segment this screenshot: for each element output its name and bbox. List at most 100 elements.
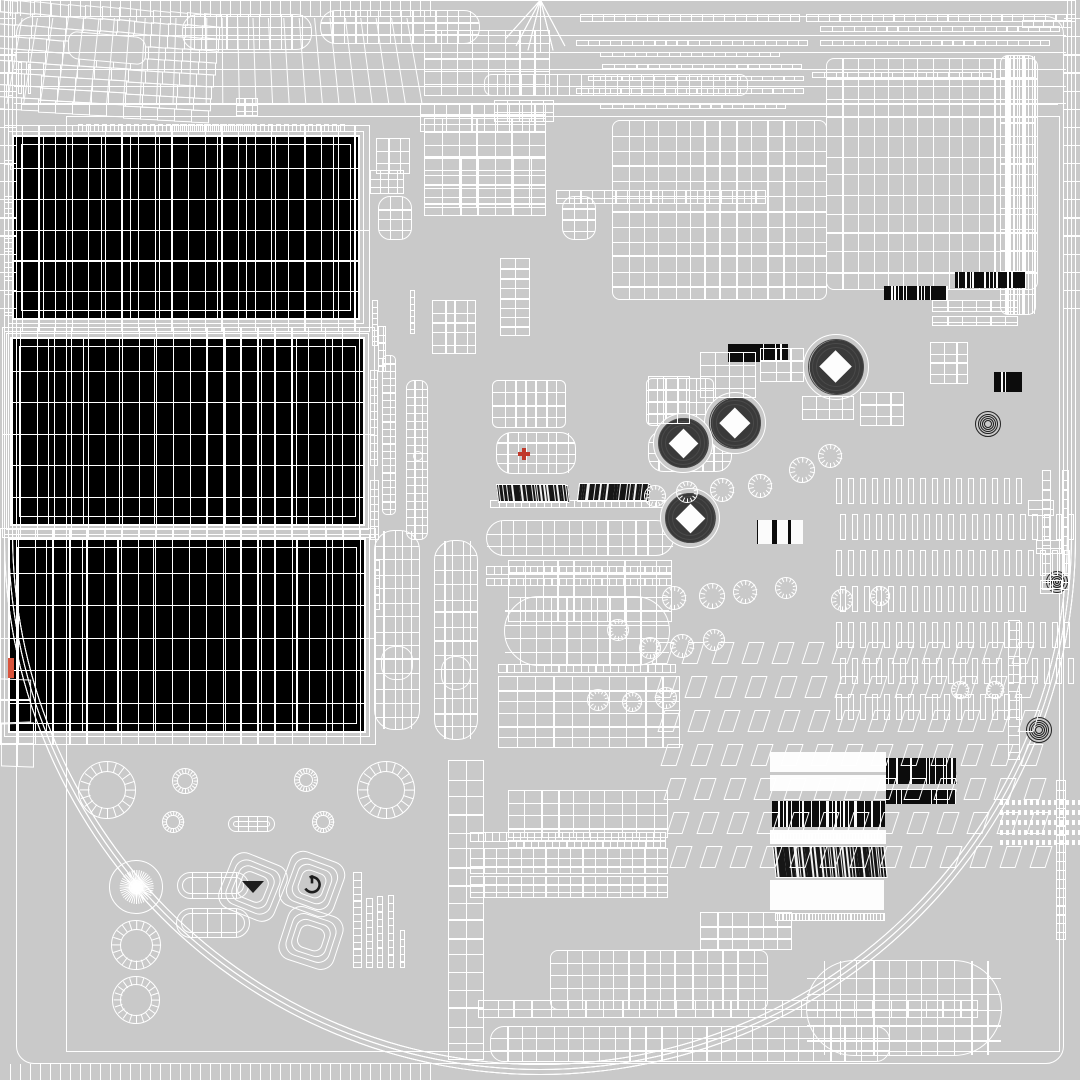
dash-tick [1072, 820, 1075, 825]
mesh-line-vertical [721, 1027, 723, 1061]
ladder-rung [820, 834, 822, 839]
barcode-bar [820, 801, 826, 827]
mesh-line-vertical [824, 961, 826, 1055]
dash-tick [1042, 810, 1045, 815]
bolt-island [968, 622, 974, 648]
grommet-tooth [965, 690, 970, 693]
mesh-line-vertical [545, 75, 547, 95]
ladder-rung [786, 41, 789, 45]
grommet-tooth [703, 637, 709, 640]
grommet-tooth [875, 600, 879, 606]
ladder-rung [676, 41, 678, 45]
pause-indicator-icon[interactable] [0, 657, 22, 679]
ladder-rung [516, 841, 518, 847]
ladder-rung [870, 834, 872, 839]
mesh-line-horizontal [449, 972, 483, 974]
mesh-line-horizontal [701, 926, 791, 928]
ladder-rung [691, 53, 693, 56]
ladder-rung [1043, 489, 1050, 491]
ladder-rung [1009, 734, 1019, 736]
ladder-rung [984, 27, 986, 31]
connector-housing-3 [760, 348, 804, 382]
ladder-rung [668, 53, 670, 56]
mesh-line-vertical [588, 677, 591, 747]
mesh-line-vertical [619, 849, 621, 873]
ladder-rung [1009, 743, 1019, 745]
grommet-tooth [752, 588, 758, 592]
barcode-bar [916, 286, 918, 300]
rim-arc [712, 400, 758, 446]
mesh-line-vertical [956, 343, 958, 363]
connector-housing-2 [700, 352, 756, 398]
ladder-rung [718, 89, 720, 93]
ladder-rung [643, 41, 645, 45]
ladder-rung [602, 841, 604, 847]
ladder-rung [930, 41, 932, 45]
ladder-rung [559, 841, 561, 847]
barcode-bar [832, 801, 835, 827]
mesh-line-horizontal [433, 345, 475, 347]
ladder-rung [817, 834, 819, 839]
dash-tick [1018, 810, 1021, 815]
bolt-island [996, 514, 1002, 540]
mesh-line-horizontal [509, 597, 671, 599]
mesh-line-vertical [971, 961, 973, 1055]
grommet-island-6 [818, 444, 843, 468]
console-edge-rib-bottom [230, 1064, 232, 1080]
ladder-rung [375, 577, 379, 579]
barcode-bar [764, 344, 769, 362]
grommet-tooth [660, 499, 665, 504]
mesh-line-vertical [521, 1027, 523, 1061]
mesh-line-vertical [580, 597, 583, 665]
grommet-island-2 [676, 481, 699, 503]
ladder-rung [523, 841, 525, 847]
mesh-line-vertical [507, 101, 509, 121]
mesh-line-horizontal [649, 389, 689, 391]
barcode-bar [912, 790, 914, 804]
ladder-rung [515, 579, 517, 585]
barcode-bar [970, 272, 973, 288]
grommet-tooth [965, 687, 970, 690]
grommet-tooth [705, 632, 710, 637]
console-edge-rib-bottom [180, 1064, 182, 1080]
barcode-bar [892, 286, 895, 300]
barcode-bar [743, 344, 748, 362]
bolt-island [1064, 550, 1070, 576]
barcode-island-right-2 [886, 790, 956, 804]
pedal-mesh-v [17, 723, 19, 766]
mesh-line-vertical [987, 961, 989, 1055]
radial-dial-small [112, 976, 160, 1024]
mesh-line-horizontal [383, 428, 395, 431]
bolt-island [936, 586, 942, 612]
mesh-line-vertical [215, 15, 217, 49]
mesh-line-vertical [496, 105, 498, 131]
ladder-rung [797, 41, 800, 45]
grommet-tooth [716, 479, 721, 484]
ladder-rung [919, 27, 921, 31]
mesh-line-vertical [645, 1027, 647, 1061]
barcode-bar [926, 790, 932, 804]
mesh-line-vertical [399, 139, 401, 173]
connector-housing-4 [802, 396, 854, 420]
barcode-bar [792, 801, 797, 827]
ladder-rung [962, 27, 964, 31]
mesh-line-vertical [947, 301, 949, 311]
mesh-line-vertical [571, 677, 574, 747]
bolt-island [936, 514, 942, 540]
grommet-tooth [765, 478, 771, 483]
ladder-rung [588, 665, 590, 672]
mesh-line-horizontal [807, 977, 1001, 980]
barcode-bar [1013, 272, 1019, 288]
mesh-line-horizontal [499, 726, 679, 728]
crossmember-ladder [508, 840, 666, 848]
ladder-rung [646, 53, 648, 56]
mesh-line-horizontal [425, 83, 549, 85]
bolt-island [896, 550, 902, 576]
dashed-row-2 [1000, 810, 1080, 815]
ladder-rung [799, 834, 801, 839]
grommet-tooth [763, 475, 767, 480]
mesh-line-horizontal [383, 363, 395, 365]
grommet-tooth [872, 589, 877, 593]
ladder-rung [732, 105, 734, 108]
grommet-tooth [752, 592, 758, 596]
